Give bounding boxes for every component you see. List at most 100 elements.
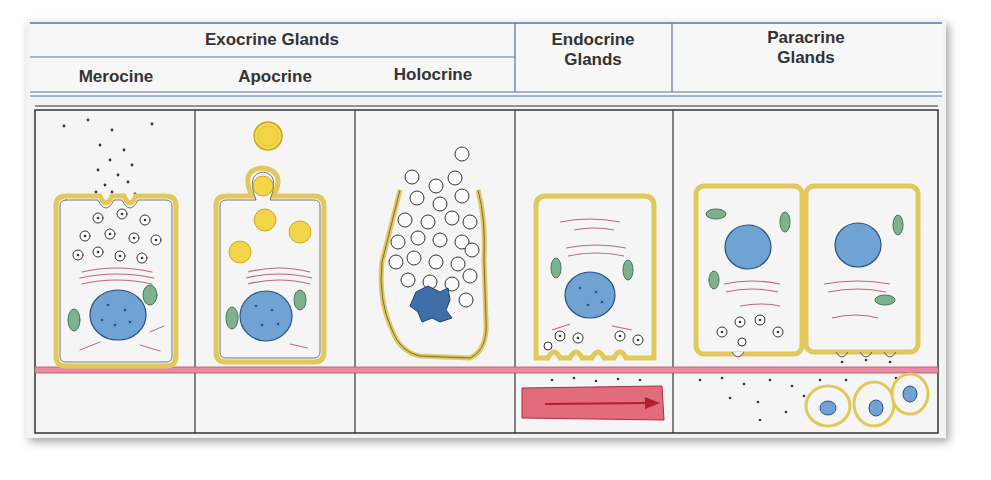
merocrine-cell-part-part	[114, 324, 117, 327]
frame-part	[30, 91, 942, 92]
apocrine-cell-part	[290, 344, 308, 348]
paracrine-cells-part	[806, 386, 850, 426]
paracrine-cells-part-part	[860, 352, 872, 357]
group-header: Exocrine Glands	[205, 30, 339, 50]
merocrine-cell-part-part	[77, 254, 80, 257]
merocrine-cell-part-part	[87, 119, 90, 122]
merocrine-cell-part-part	[97, 217, 100, 220]
apocrine-cell	[216, 122, 324, 362]
merocrine-cell-part-part	[80, 274, 154, 278]
apocrine-cell-part-part	[248, 268, 310, 272]
holocrine-cell-part-part	[433, 197, 447, 211]
merocrine-cell-part	[143, 285, 157, 305]
holocrine-cell-part-part	[398, 213, 412, 227]
apocrine-cell-part-part	[255, 305, 258, 308]
merocrine-cell-part-part	[63, 125, 66, 128]
paracrine-cells-part-part	[845, 379, 848, 382]
paracrine-cells-part	[893, 215, 903, 235]
frame-part	[30, 22, 942, 24]
merocrine-cell-part-part	[105, 229, 115, 239]
holocrine-cell-part-part	[465, 243, 479, 257]
holocrine-cell-part-part	[455, 147, 469, 161]
apocrine-cell-part-part	[277, 323, 280, 326]
column-header: Apocrine	[238, 67, 312, 87]
merocrine-cell-part-part	[131, 164, 134, 167]
paracrine-cells-part	[725, 225, 771, 269]
apocrine-cell-part	[253, 176, 273, 196]
paracrine-cells-part-part	[724, 281, 780, 284]
merocrine-cell-part-part	[95, 191, 98, 194]
merocrine-cell-part-part	[123, 149, 126, 152]
frame-part	[26, 20, 946, 438]
apocrine-cell-part-part	[246, 274, 312, 278]
paracrine-cells-part	[706, 209, 726, 219]
paracrine-cells-part-part	[755, 315, 765, 325]
merocrine-cell-part	[80, 268, 154, 284]
merocrine-cell-part-part	[73, 250, 83, 260]
merocrine-cell-part-part	[111, 129, 114, 132]
paracrine-cells-part	[721, 319, 780, 334]
endocrine-cell-part-part	[617, 378, 620, 381]
endocrine-cell-part-part	[566, 245, 626, 248]
paracrine-cells-part	[903, 386, 917, 402]
paracrine-cells-part	[780, 212, 790, 232]
holocrine-cell-part-part	[391, 235, 405, 249]
paracrine-cells-part-part	[773, 327, 783, 337]
apocrine-cell-part	[246, 268, 312, 284]
paracrine-cells-part	[717, 315, 783, 346]
frame-part	[30, 56, 515, 57]
endocrine-cell-part	[559, 335, 640, 342]
endocrine-cell-part-part	[577, 337, 580, 340]
merocrine-cell-part-part	[124, 309, 127, 312]
merocrine-cell-part-part	[129, 233, 139, 243]
merocrine-cell-part-part	[117, 209, 127, 219]
paracrine-cells-part	[892, 374, 928, 414]
merocrine-cell-part-part	[82, 268, 152, 272]
merocrine-cell-part-part	[127, 181, 130, 184]
merocrine-cell-part-part	[104, 184, 107, 187]
paracrine-cells-part-part	[721, 377, 724, 380]
endocrine-cell-part-part	[587, 304, 590, 307]
holocrine-cell-part-part	[463, 269, 477, 283]
merocrine-cell-part-part	[93, 247, 103, 257]
apocrine-cell-part	[255, 305, 280, 327]
endocrine-cell-part-part	[573, 377, 576, 380]
apocrine-cell-part	[240, 291, 292, 341]
merocrine-cell-part-part	[109, 233, 112, 236]
merocrine-cell-part-part	[137, 253, 147, 263]
paracrine-cells-part-part	[803, 395, 806, 398]
endocrine-cell-part	[579, 287, 604, 307]
merocrine-cell-part-part	[129, 321, 132, 324]
endocrine-cell-part	[551, 258, 561, 278]
paracrine-cells-part	[724, 281, 890, 318]
paracrine-cells-part-part	[729, 397, 732, 400]
endocrine-cell-part	[544, 331, 643, 350]
endocrine-cell-part-part	[637, 339, 640, 342]
paracrine-cells-part-part	[721, 331, 724, 334]
paracrine-cells-part-part	[757, 401, 760, 404]
apocrine-cell-part-part	[248, 280, 310, 284]
frame-part	[35, 106, 938, 107]
apocrine-cell-part	[254, 122, 282, 150]
endocrine-cell-part-part	[573, 333, 583, 343]
holocrine-cell-part-part	[401, 273, 415, 287]
holocrine-cell-part-part	[407, 251, 421, 265]
holocrine-cell-part-part	[433, 233, 447, 247]
endocrine-cell-part-part	[595, 380, 598, 383]
paracrine-cells-part-part	[717, 327, 727, 337]
endocrine-cell-part	[552, 219, 632, 330]
endocrine-cell-part	[565, 272, 615, 318]
apocrine-cell-part	[229, 241, 251, 263]
paracrine-cells-part-part	[743, 383, 746, 386]
endocrine-cell-part	[645, 397, 660, 409]
column-header: Holocrine	[394, 65, 472, 85]
frame-part	[194, 110, 195, 433]
merocrine-cell-part-part	[150, 326, 164, 332]
paracrine-cells-part	[875, 295, 895, 305]
merocrine-cell-part-part	[84, 235, 87, 238]
merocrine-cell-part	[101, 304, 132, 327]
merocrine-cell-part	[90, 290, 146, 340]
merocrine-cell-part-part	[151, 235, 161, 245]
merocrine-cell-part-part	[80, 342, 100, 350]
paracrine-cells-part-part	[769, 379, 772, 382]
